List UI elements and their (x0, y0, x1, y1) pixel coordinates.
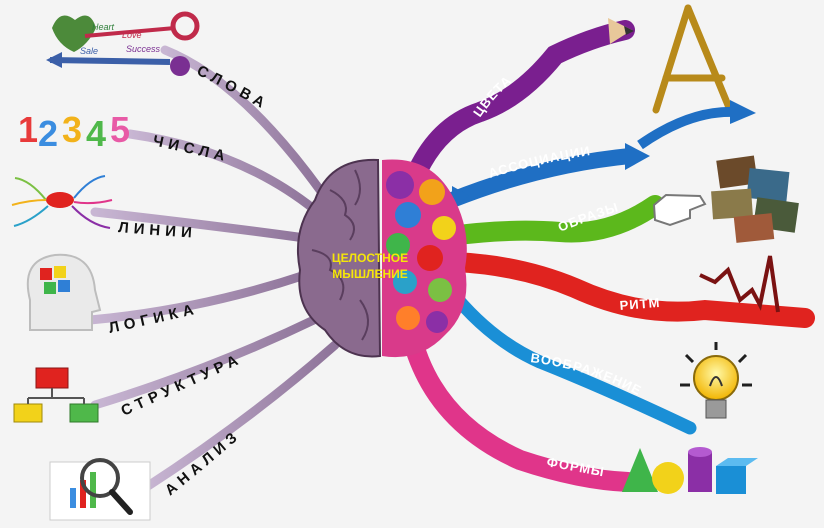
label-analysis: АНАЛИЗ (162, 426, 244, 499)
branch-associations (444, 148, 638, 208)
number-5: 5 (110, 109, 130, 150)
key-word-heart: Heart (92, 22, 115, 32)
hand-pointer-icon (652, 193, 707, 227)
branch-numbers (125, 129, 320, 215)
branch-analysis (140, 340, 340, 493)
branch-logic (85, 270, 310, 325)
center-label-line1: ЦЕЛОСТНОЕ (332, 251, 408, 265)
brain-illustration: ЦЕЛОСТНОЕ МЫШЛЕНИЕ (296, 158, 467, 358)
key-word-success: Success (126, 44, 161, 54)
small-arrow-icon (452, 186, 470, 206)
head-puzzle-icon (26, 253, 102, 331)
label-rhythm: РИТМ (619, 295, 661, 313)
blue-arrow-icon (637, 100, 756, 150)
number-4: 4 (86, 113, 106, 154)
branch-images (440, 195, 665, 246)
shapes-icon (622, 447, 758, 494)
number-2: 2 (38, 113, 58, 154)
mini-map-icon (11, 175, 113, 229)
light-bulb-icon (680, 342, 752, 419)
center-label-line2: МЫШЛЕНИЕ (332, 267, 408, 281)
key-word-love: Love (122, 30, 142, 40)
label-structure: СТРУКТУРА (118, 350, 245, 420)
branch-rhythm (445, 252, 815, 328)
heartbeat-icon (699, 255, 780, 313)
chain-letter-a-icon (652, 4, 734, 114)
number-1: 1 (18, 109, 38, 150)
numbers-icon: 1 2 3 4 5 (18, 109, 130, 154)
left-hemisphere (296, 158, 382, 358)
left-branches (85, 45, 340, 493)
pencil-icon (608, 18, 634, 44)
branch-colors (408, 20, 635, 180)
label-lines: ЛИНИИ (118, 219, 198, 242)
label-logic: ЛОГИКА (107, 300, 200, 337)
branch-lines (90, 207, 310, 243)
branch-imagination (443, 283, 697, 435)
keys-icon: Heart Love Sale Success (46, 11, 200, 76)
label-numbers: ЧИСЛА (151, 132, 231, 165)
right-branches (400, 18, 815, 492)
number-3: 3 (62, 109, 82, 150)
flowchart-icon (13, 367, 99, 423)
magnifier-chart-icon (49, 458, 151, 521)
associations-arrowhead (625, 143, 650, 170)
branch-forms (400, 320, 638, 492)
key-word-sale: Sale (80, 46, 98, 56)
label-imagination: ВООБРАЖЕНИЕ (530, 350, 645, 398)
photos-icon (711, 155, 799, 243)
branch-structure (90, 313, 323, 410)
label-words: СЛОВА (194, 62, 272, 114)
